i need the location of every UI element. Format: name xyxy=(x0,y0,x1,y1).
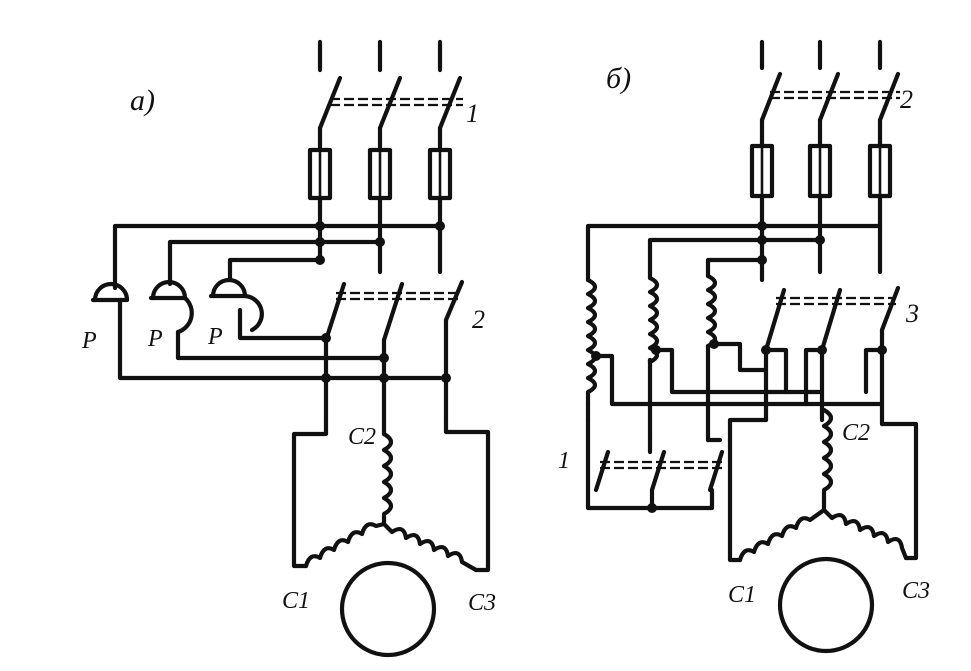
lead-c2-a: C2 xyxy=(348,424,376,450)
lead-c3-b: C3 xyxy=(902,578,930,604)
switch-1-b xyxy=(585,417,725,513)
relay-label-a-3: P xyxy=(207,324,223,350)
diagram-a: а) 1 xyxy=(81,39,496,658)
lead-c2-b: C2 xyxy=(842,420,870,446)
switch-3-b-label: 3 xyxy=(905,299,919,328)
switch-2-a-label: 2 xyxy=(472,305,485,334)
fuses-a xyxy=(307,125,453,275)
transformer-supply-b xyxy=(585,221,883,283)
motor-rotor-a xyxy=(339,560,437,658)
switch-3-b xyxy=(761,285,901,427)
diagram-b: б) 2 xyxy=(558,39,930,654)
switch-1-a-label: 1 xyxy=(466,99,479,128)
switch-1-b-label: 1 xyxy=(558,448,570,474)
switch-2-a xyxy=(321,279,465,437)
motor-windings-a xyxy=(291,417,491,573)
relay-coils-a xyxy=(90,277,443,381)
switch-2-b-label: 2 xyxy=(900,85,913,114)
relay-label-a-1: P xyxy=(81,328,97,354)
fuses-b xyxy=(749,117,893,283)
diagram-a-label: а) xyxy=(130,84,155,117)
diagram-b-label: б) xyxy=(606,62,631,95)
switch-1-a xyxy=(317,39,463,131)
lead-c1-b: C1 xyxy=(728,582,756,608)
relay-label-a-2: P xyxy=(147,326,163,352)
lead-c3-a: C3 xyxy=(468,590,496,616)
motor-rotor-b xyxy=(777,556,875,654)
lead-c1-a: C1 xyxy=(282,588,310,614)
transformer-coils-b xyxy=(585,273,883,443)
motor-windings-b xyxy=(727,407,919,563)
relay-supply-wires-a xyxy=(112,221,445,291)
switch-2-b xyxy=(759,39,901,123)
